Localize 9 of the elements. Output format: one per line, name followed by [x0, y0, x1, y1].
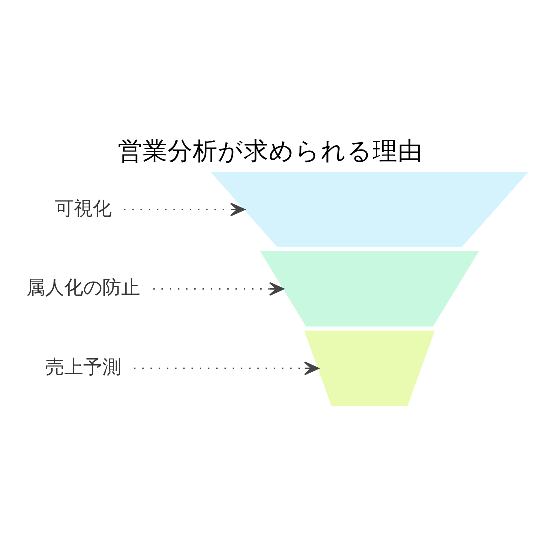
node-band [260, 252, 480, 327]
node-text: 売上予測 [46, 356, 122, 379]
node-text: 属人化の防止 [26, 276, 141, 300]
node-band [210, 172, 529, 248]
arrow [134, 362, 320, 376]
node-text: 可視化 [55, 196, 112, 220]
diagram-title: 営業分析が求められる理由 [118, 136, 423, 166]
arrow [154, 282, 284, 296]
arrow [124, 202, 246, 217]
